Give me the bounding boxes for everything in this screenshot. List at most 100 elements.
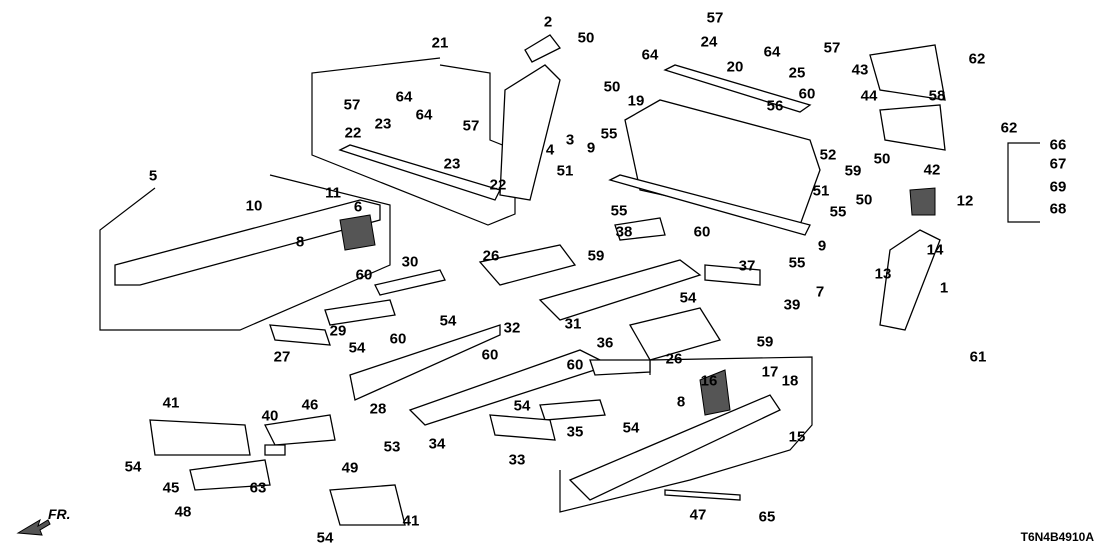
callout-26: 26 xyxy=(482,247,500,265)
callout-57: 57 xyxy=(706,9,724,27)
part-12-bracket xyxy=(909,187,936,216)
callout-1: 1 xyxy=(939,279,949,297)
part-46-plate xyxy=(264,414,336,446)
callout-60: 60 xyxy=(481,346,499,364)
callout-57: 57 xyxy=(823,39,841,57)
callout-54: 54 xyxy=(679,289,697,307)
callout-59: 59 xyxy=(756,333,774,351)
part-26-mat-b xyxy=(629,307,722,361)
callout-42: 42 xyxy=(923,161,941,179)
callout-19: 19 xyxy=(627,92,645,110)
part-39-panel xyxy=(704,264,761,286)
callout-32: 32 xyxy=(503,319,521,337)
callout-60: 60 xyxy=(693,223,711,241)
callout-3: 3 xyxy=(565,131,575,149)
callout-4: 4 xyxy=(545,141,555,159)
part-15-side-sill xyxy=(568,394,781,501)
callout-62: 62 xyxy=(1000,119,1018,137)
callout-50: 50 xyxy=(873,150,891,168)
callout-55: 55 xyxy=(600,125,618,143)
callout-68: 68 xyxy=(1049,200,1067,218)
callout-14: 14 xyxy=(926,241,944,259)
callout-53: 53 xyxy=(383,438,401,456)
callout-37: 37 xyxy=(738,257,756,275)
callout-23: 23 xyxy=(443,155,461,173)
callout-27: 27 xyxy=(273,348,291,366)
callout-39: 39 xyxy=(783,296,801,314)
callout-31: 31 xyxy=(564,315,582,333)
part-43-bracket xyxy=(869,44,946,101)
callout-38: 38 xyxy=(615,223,633,241)
callout-34: 34 xyxy=(428,435,446,453)
callout-15: 15 xyxy=(788,428,806,446)
callout-66: 66 xyxy=(1049,136,1067,154)
callout-18: 18 xyxy=(781,372,799,390)
callout-6: 6 xyxy=(353,198,363,216)
part-37-crossmember xyxy=(608,174,811,236)
callout-50: 50 xyxy=(855,191,873,209)
callout-36: 36 xyxy=(596,334,614,352)
callout-40: 40 xyxy=(261,407,279,425)
callout-54: 54 xyxy=(439,312,457,330)
callout-50: 50 xyxy=(577,29,595,47)
part-42-bracket xyxy=(879,104,946,151)
part-38-panel xyxy=(614,217,666,241)
callout-64: 64 xyxy=(641,46,659,64)
group-box-21 xyxy=(311,57,516,226)
callout-33: 33 xyxy=(508,451,526,469)
callout-21: 21 xyxy=(431,34,449,52)
part-30-member xyxy=(374,269,446,296)
part-6-bracket xyxy=(339,214,376,251)
callout-5: 5 xyxy=(148,167,158,185)
callout-29: 29 xyxy=(329,322,347,340)
part-47-strip xyxy=(664,489,741,501)
part-31-tunnel xyxy=(538,259,702,321)
callout-64: 64 xyxy=(763,43,781,61)
callout-10: 10 xyxy=(245,197,263,215)
callout-41: 41 xyxy=(162,394,180,412)
callout-54: 54 xyxy=(348,339,366,357)
diagram-code: T6N4B4910A xyxy=(1020,530,1094,544)
callout-9: 9 xyxy=(817,237,827,255)
callout-52: 52 xyxy=(819,146,837,164)
callout-64: 64 xyxy=(395,88,413,106)
callout-24: 24 xyxy=(700,33,718,51)
callout-50: 50 xyxy=(603,78,621,96)
callout-60: 60 xyxy=(389,330,407,348)
part-5-side-sill xyxy=(114,199,381,286)
group-box-hardware xyxy=(1007,142,1040,223)
callout-35: 35 xyxy=(566,423,584,441)
callout-47: 47 xyxy=(689,506,707,524)
callout-55: 55 xyxy=(610,202,628,220)
callout-59: 59 xyxy=(844,162,862,180)
callout-12: 12 xyxy=(956,192,974,210)
callout-64: 64 xyxy=(415,106,433,124)
part-35-member xyxy=(539,399,606,421)
part-45-plate xyxy=(189,459,271,491)
callout-16: 16 xyxy=(700,372,718,390)
callout-67: 67 xyxy=(1049,155,1067,173)
callout-55: 55 xyxy=(788,254,806,272)
callout-8: 8 xyxy=(676,393,686,411)
callout-43: 43 xyxy=(851,61,869,79)
group-box-5 xyxy=(99,174,391,331)
callout-56: 56 xyxy=(766,97,784,115)
callout-55: 55 xyxy=(829,203,847,221)
callout-28: 28 xyxy=(369,400,387,418)
callout-58: 58 xyxy=(928,87,946,105)
callout-62: 62 xyxy=(968,50,986,68)
part-33-member xyxy=(489,414,556,441)
callout-49: 49 xyxy=(341,459,359,477)
callout-60: 60 xyxy=(566,356,584,374)
part-16-bracket xyxy=(699,369,731,416)
part-2-bracket xyxy=(524,34,561,63)
part-20-panel xyxy=(663,64,812,113)
callout-46: 46 xyxy=(301,396,319,414)
callout-11: 11 xyxy=(325,184,341,202)
callout-51: 51 xyxy=(812,182,830,200)
callout-48: 48 xyxy=(174,503,192,521)
callout-45: 45 xyxy=(162,479,180,497)
callout-57: 57 xyxy=(462,117,480,135)
part-26-mat xyxy=(478,244,577,286)
